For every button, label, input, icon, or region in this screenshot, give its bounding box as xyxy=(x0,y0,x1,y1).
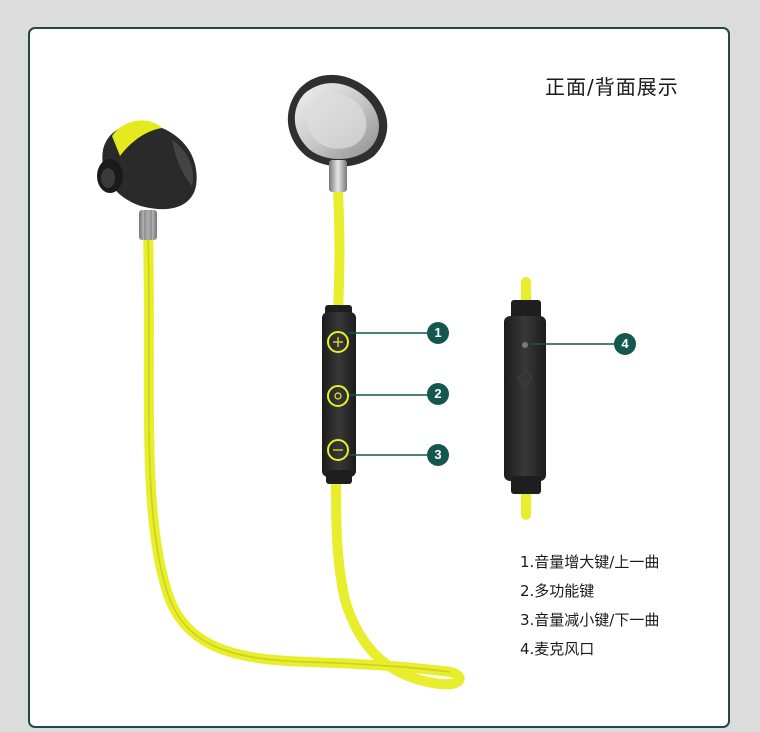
legend-item-multifunction: 2.多功能键 xyxy=(520,582,595,600)
callout-marker-1: 1 xyxy=(427,322,449,344)
legend-item-volume-down: 3.音量减小键/下一曲 xyxy=(520,611,660,629)
feature-legend: 1.音量增大键/上一曲 2.多功能键 3.音量减小键/下一曲 4.麦克风口 xyxy=(520,548,659,664)
callout-marker-4: 4 xyxy=(614,333,636,355)
right-cable xyxy=(333,185,345,317)
page-title: 正面/背面展示 xyxy=(545,75,679,99)
legend-item-microphone: 4.麦克风口 xyxy=(520,640,595,658)
remote-front xyxy=(322,305,356,484)
remote-back xyxy=(504,277,546,520)
legend-item-volume-up: 1.音量增大键/上一曲 xyxy=(520,553,660,571)
right-earbud xyxy=(287,74,388,192)
left-cable xyxy=(143,230,465,690)
callout-lines xyxy=(349,332,624,456)
callout-marker-3: 3 xyxy=(427,444,449,466)
left-earbud xyxy=(97,120,197,240)
callout-marker-2: 2 xyxy=(427,383,449,405)
